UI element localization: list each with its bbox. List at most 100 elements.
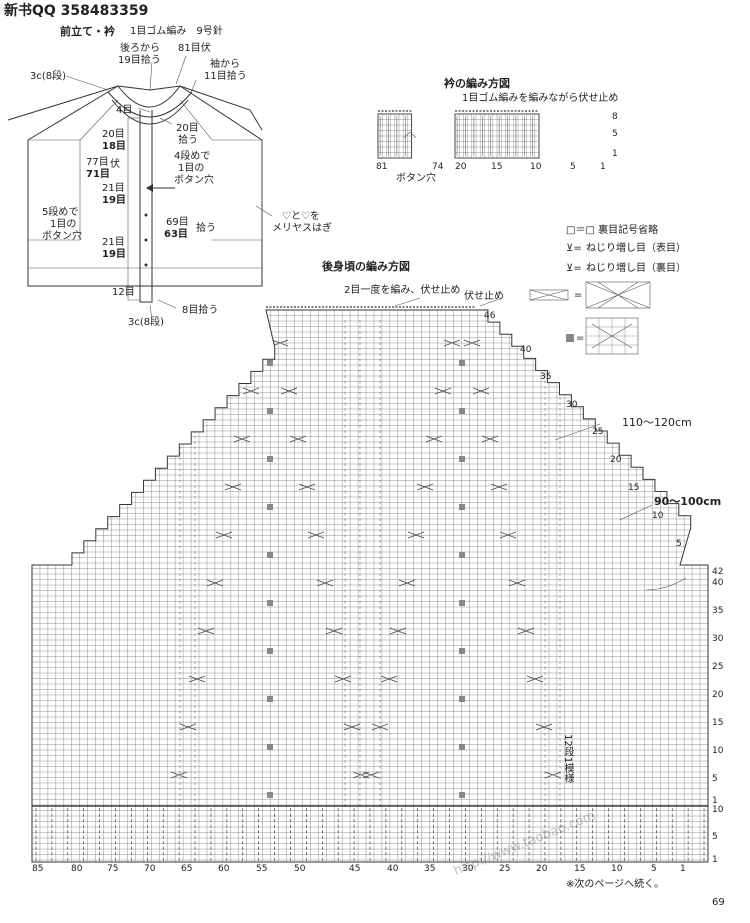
collar-row-5: 5 xyxy=(612,129,618,139)
back-row-10t: 10 xyxy=(652,511,664,521)
back-col-1: 1 xyxy=(680,864,686,874)
back-row-15t: 15 xyxy=(628,483,640,493)
collar-note: 1目ゴム編みを編みながら伏せ止め xyxy=(462,93,619,104)
back-col-80: 80 xyxy=(71,864,83,874)
lbl-r18: 18目 xyxy=(102,141,126,152)
back-row-46: 46 xyxy=(484,311,496,321)
collar-row-8: 8 xyxy=(612,112,618,122)
lbl-r77: 77目 xyxy=(86,157,109,168)
back-row-25: 25 xyxy=(712,662,724,672)
back-row-30: 30 xyxy=(712,634,724,644)
lbl-heart-2: メリヤスはぎ xyxy=(272,223,332,234)
header-title: 新书QQ 358483359 xyxy=(4,3,149,19)
back-row-35: 35 xyxy=(712,606,724,616)
legend-omit: □＝□ 裏目記号省略 xyxy=(566,225,659,236)
back-row-30t: 30 xyxy=(566,400,578,410)
lbl-back-pick-2: 19目拾う xyxy=(118,55,161,66)
lbl-r20: 20目 xyxy=(102,129,125,140)
back-row-20t: 20 xyxy=(610,455,622,465)
back-row-10: 10 xyxy=(712,746,724,756)
back-meas-1: 110～120cm xyxy=(622,416,692,429)
lbl-r19b: 19目 xyxy=(102,249,126,260)
collar-col-74: 74 xyxy=(432,162,444,172)
back-rib-10: 10 xyxy=(712,805,724,815)
back-col-5: 5 xyxy=(651,864,657,874)
back-meas-2: 90～100cm xyxy=(654,495,722,508)
back-row-42: 42 xyxy=(712,567,724,577)
back-col-60: 60 xyxy=(218,864,230,874)
lbl-c3-top: 3c(8段) xyxy=(30,71,67,82)
lbl-r69: 69目 xyxy=(166,217,189,228)
back-col-15: 15 xyxy=(574,864,586,874)
lbl-pick20-2: 拾う xyxy=(178,135,198,146)
lbl-every4-3: ボタン穴 xyxy=(174,175,214,186)
back-row-15: 15 xyxy=(712,718,724,728)
lbl-every5-2: 1目の xyxy=(50,219,77,230)
legend-twist-knit: ねじり増し目（表目） xyxy=(586,243,686,254)
back-col-25: 25 xyxy=(499,864,511,874)
lbl-c3-bottom: 3c(8段) xyxy=(128,317,165,328)
back-continue: ※次のページへ続く。 xyxy=(566,879,665,890)
lbl-pick20-1: 20目 xyxy=(176,123,199,134)
back-row-35t: 35 xyxy=(540,372,552,382)
collar-title: 衿の編み方図 xyxy=(444,77,510,90)
back-col-65: 65 xyxy=(181,864,193,874)
lbl-r19a: 19目 xyxy=(102,195,126,206)
back-row-20: 20 xyxy=(712,690,724,700)
back-row-40: 40 xyxy=(712,578,724,588)
collar-button-hole: ボタン穴 xyxy=(396,173,436,184)
back-col-35: 35 xyxy=(424,864,436,874)
back-row-5: 5 xyxy=(712,774,718,784)
back-col-70: 70 xyxy=(144,864,156,874)
lbl-back-pick-1: 後ろから xyxy=(120,43,160,54)
back-col-75: 75 xyxy=(107,864,119,874)
legend-eq-1: = xyxy=(574,290,583,301)
legend-eq-2: = xyxy=(576,333,585,344)
lbl-fuku: 伏 xyxy=(110,159,120,170)
page-number: 69 xyxy=(712,897,725,908)
front-title: 前立て・衿 xyxy=(60,25,115,38)
collar-col-15: 15 xyxy=(491,162,503,172)
back-col-10: 10 xyxy=(611,864,623,874)
lbl-every4-1: 4段めで xyxy=(174,151,211,162)
back-note-bind: 伏せ止め xyxy=(464,291,504,302)
collar-col-20: 20 xyxy=(455,162,467,172)
back-col-50: 50 xyxy=(294,864,306,874)
lbl-r71: 71目 xyxy=(86,169,110,180)
lbl-r12: 12目 xyxy=(112,287,135,298)
back-row-1: 1 xyxy=(712,796,718,806)
lbl-sleeve-pick-1: 袖から xyxy=(210,59,240,70)
lbl-r21b: 21目 xyxy=(102,237,125,248)
collar-row-1: 1 xyxy=(612,149,618,159)
back-rib-1: 1 xyxy=(712,855,718,865)
back-row-5t: 5 xyxy=(676,539,682,549)
lbl-pick8: 8目拾う xyxy=(182,305,219,316)
lbl-every5-3: ボタン穴 xyxy=(42,231,82,242)
lbl-bind81: 81目伏 xyxy=(178,43,211,54)
collar-col-1: 1 xyxy=(600,162,606,172)
legend-twist-knit-icon: ⊻= xyxy=(566,243,582,254)
legend-twist-purl-icon: ⊻= xyxy=(566,263,582,274)
lbl-pick69: 拾う xyxy=(196,223,216,234)
lbl-sleeve-pick-2: 11目拾う xyxy=(204,71,247,82)
lbl-r63: 63目 xyxy=(164,229,188,240)
back-repeat: 12段1模様 xyxy=(562,734,573,784)
back-note-dec: 2目一度を編み、伏せ止め xyxy=(344,285,461,296)
collar-col-81: 81 xyxy=(376,162,388,172)
back-row-40t: 40 xyxy=(520,345,532,355)
back-rib-5: 5 xyxy=(712,832,718,842)
back-col-40: 40 xyxy=(387,864,399,874)
lbl-r21a: 21目 xyxy=(102,183,125,194)
back-col-45: 45 xyxy=(349,864,361,874)
collar-col-10: 10 xyxy=(530,162,542,172)
back-col-30: 30 xyxy=(462,864,474,874)
front-needle: 1目ゴム編み 9号針 xyxy=(130,26,223,37)
lbl-four: 4目 xyxy=(116,105,133,116)
back-title: 後身頃の編み方図 xyxy=(322,260,410,273)
lbl-every5-1: 5段めで xyxy=(42,207,79,218)
back-col-85: 85 xyxy=(32,864,44,874)
lbl-every4-2: 1目の xyxy=(178,163,205,174)
back-col-55: 55 xyxy=(256,864,268,874)
